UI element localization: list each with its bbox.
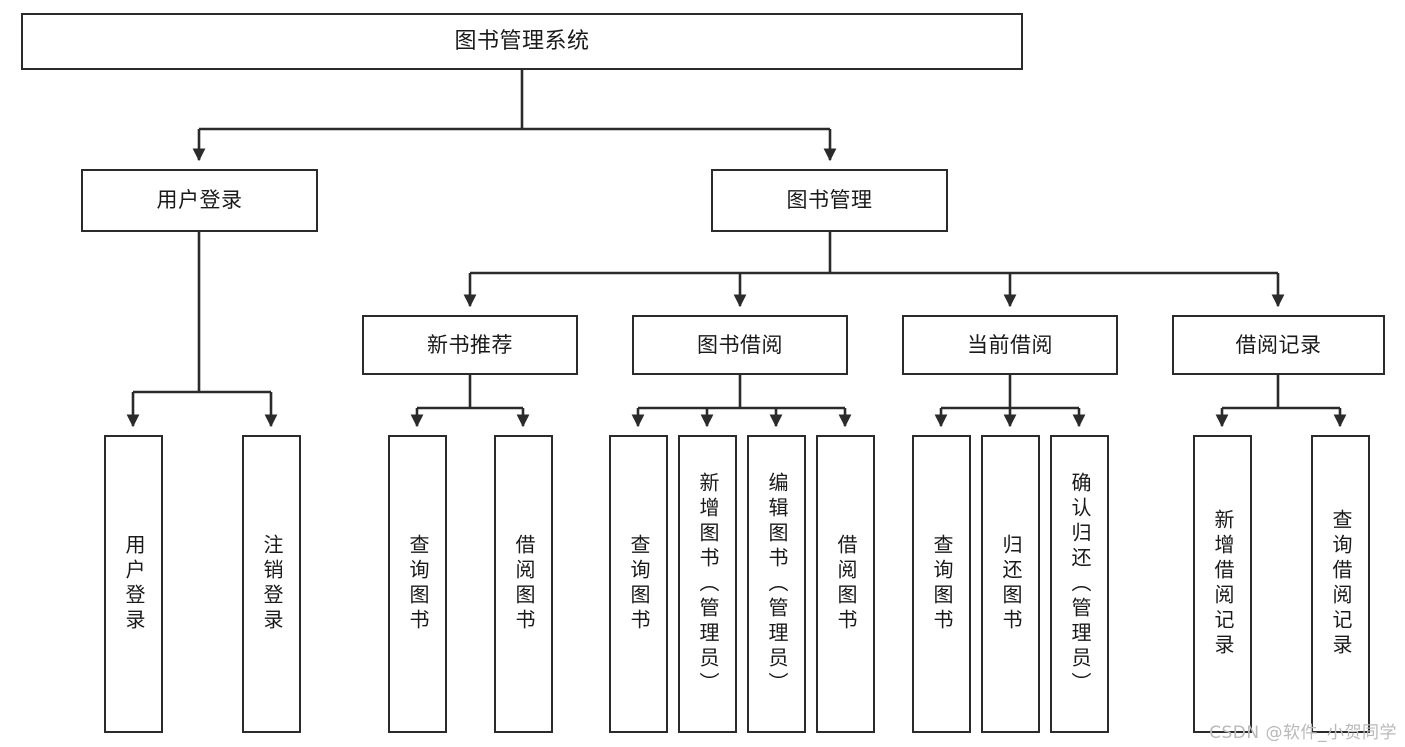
- node-label: 当前借阅: [967, 332, 1053, 357]
- leaf-query-book-current[interactable]: 查询图书: [912, 435, 971, 733]
- csdn-watermark: CSDN @软件_小贺同学: [1209, 723, 1397, 743]
- node-label: 确认归还（管理员）: [1068, 471, 1092, 697]
- node-current-borrow[interactable]: 当前借阅: [902, 315, 1118, 375]
- node-label: 图书管理系统: [454, 28, 590, 54]
- leaf-query-book-borrow[interactable]: 查询图书: [609, 435, 668, 733]
- leaf-confirm-return[interactable]: 确认归还（管理员）: [1050, 435, 1109, 733]
- leaf-add-book[interactable]: 新增图书（管理员）: [678, 435, 737, 733]
- node-label: 查询借阅记录: [1329, 509, 1353, 659]
- node-label: 图书借阅: [697, 332, 783, 357]
- leaf-user-login[interactable]: 用户登录: [104, 435, 163, 733]
- node-book-manage[interactable]: 图书管理: [711, 169, 948, 232]
- leaf-borrow-book[interactable]: 借阅图书: [816, 435, 875, 733]
- node-label: 借阅图书: [834, 534, 858, 634]
- node-label: 注销登录: [260, 534, 284, 634]
- leaf-return-book[interactable]: 归还图书: [981, 435, 1040, 733]
- node-new-book-recommend[interactable]: 新书推荐: [362, 315, 578, 375]
- node-label: 查询图书: [930, 534, 954, 634]
- node-label: 新书推荐: [427, 332, 513, 357]
- node-user-login[interactable]: 用户登录: [81, 169, 318, 232]
- leaf-borrow-book-recommend[interactable]: 借阅图书: [494, 435, 553, 733]
- leaf-query-borrow-record[interactable]: 查询借阅记录: [1311, 435, 1370, 733]
- node-label: 新增图书（管理员）: [696, 471, 720, 697]
- leaf-add-borrow-record[interactable]: 新增借阅记录: [1193, 435, 1252, 733]
- node-label: 新增借阅记录: [1211, 509, 1235, 659]
- node-borrow-record[interactable]: 借阅记录: [1172, 315, 1385, 375]
- node-label: 用户登录: [122, 534, 146, 634]
- leaf-logout-login[interactable]: 注销登录: [242, 435, 301, 733]
- node-book-borrow[interactable]: 图书借阅: [632, 315, 848, 375]
- node-label: 借阅图书: [512, 534, 536, 634]
- node-label: 查询图书: [627, 534, 651, 634]
- node-label: 归还图书: [999, 534, 1023, 634]
- node-label: 查询图书: [406, 534, 430, 634]
- node-root-system[interactable]: 图书管理系统: [21, 13, 1023, 70]
- node-label: 编辑图书（管理员）: [765, 471, 789, 697]
- node-label: 图书管理: [786, 188, 873, 213]
- node-label: 借阅记录: [1235, 332, 1322, 357]
- node-label: 用户登录: [156, 188, 243, 213]
- leaf-edit-book[interactable]: 编辑图书（管理员）: [747, 435, 806, 733]
- leaf-query-book-recommend[interactable]: 查询图书: [388, 435, 447, 733]
